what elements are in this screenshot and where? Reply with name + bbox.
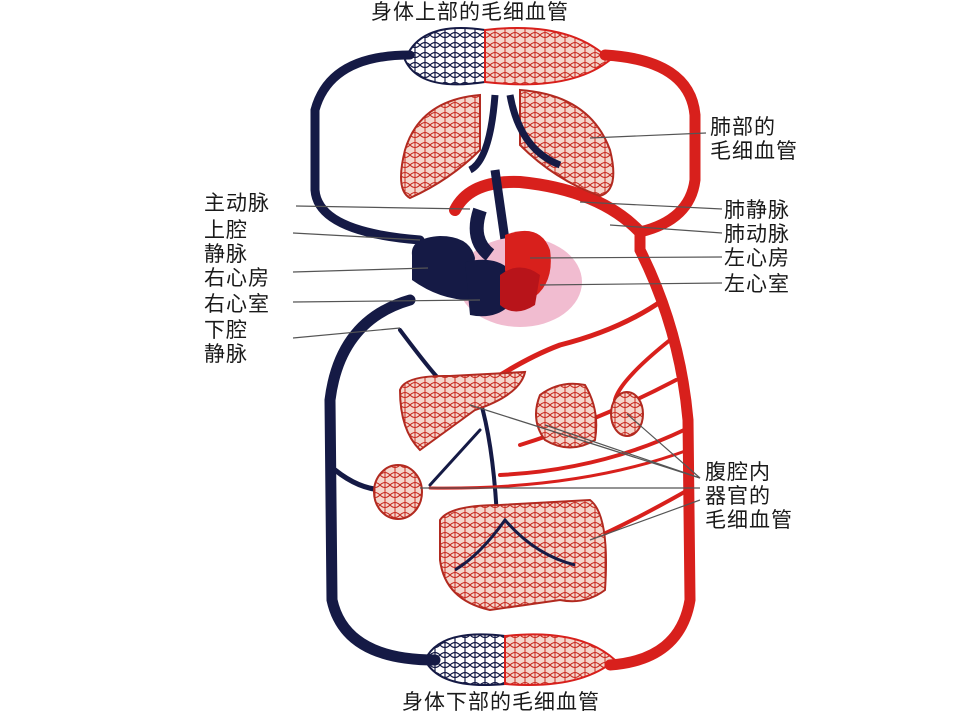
label-inferior-vena-cava: 下腔 静脉 (204, 318, 248, 366)
label-lower-body-capillaries: 身体下部的毛细血管 (402, 690, 600, 714)
label-lung-capillaries: 肺部的 毛细血管 (710, 115, 798, 163)
label-superior-vena-cava: 上腔 静脉 (204, 218, 248, 266)
label-upper-body-capillaries: 身体上部的毛细血管 (371, 0, 569, 24)
label-pulmonary-artery: 肺动脉 (724, 222, 790, 246)
lower-body-capillary-bed (423, 633, 617, 686)
label-pulmonary-vein: 肺静脉 (724, 198, 790, 222)
kidney (373, 464, 423, 520)
liver (398, 370, 527, 452)
heart (411, 207, 582, 327)
label-aorta: 主动脉 (204, 191, 270, 215)
label-abdominal-capillaries: 腹腔内 器官的 毛细血管 (705, 460, 793, 532)
label-pointers (292, 132, 723, 541)
stomach (535, 382, 598, 449)
vein-network (310, 50, 500, 666)
label-right-ventricle: 右心室 (204, 292, 270, 316)
lungs (400, 88, 615, 241)
label-left-ventricle: 左心室 (724, 272, 790, 296)
upper-body-capillary-bed (403, 27, 612, 86)
intestines (439, 498, 607, 612)
label-right-atrium: 右心房 (204, 266, 270, 290)
label-left-atrium: 左心房 (724, 246, 790, 270)
